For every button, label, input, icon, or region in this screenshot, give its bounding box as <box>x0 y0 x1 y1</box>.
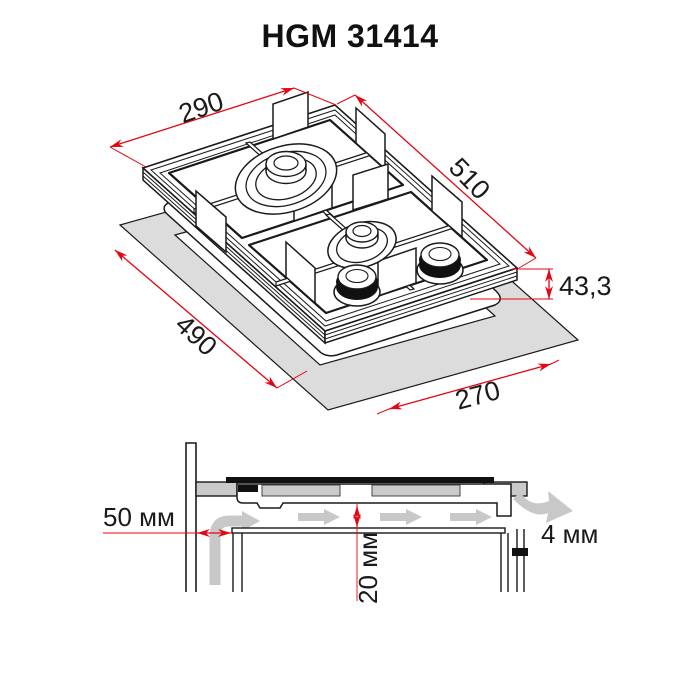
cabinet-side-panel <box>516 529 525 592</box>
hob-section-top-plate <box>226 477 494 483</box>
control-knob-left <box>333 264 381 307</box>
airflow-arrow-right-icon <box>298 509 340 525</box>
dim-height-label: 43,3 <box>559 271 612 301</box>
grate-fin <box>285 240 316 305</box>
dim-cutout-width-label: 270 <box>452 375 503 416</box>
airflow-arrow-right-icon <box>450 509 492 525</box>
clearance-side-label: 50 мм <box>103 502 175 532</box>
hob-isometric-view: 290 510 43,3 490 270 <box>109 86 612 416</box>
control-knob-right <box>416 242 464 285</box>
airflow-arrow-up-icon <box>242 511 260 531</box>
dim-width-label: 290 <box>175 86 227 129</box>
clearance-bottom-label: 20 мм <box>353 532 383 604</box>
dimension-line-290 <box>109 87 295 148</box>
clearance-rear-label: 4 мм <box>541 519 598 549</box>
cabinet-bracket <box>512 548 528 556</box>
dimension-lines <box>109 87 560 415</box>
cabinet-shelf <box>231 527 506 534</box>
wall <box>185 442 197 592</box>
clearance-lines <box>103 504 361 601</box>
burner-large <box>234 143 338 215</box>
hob-section-burner-box <box>371 484 461 497</box>
hob-section-ignition-box <box>238 485 258 492</box>
airflow-arrow-right-icon <box>380 509 422 525</box>
cabinet-right-support <box>500 533 509 592</box>
cabinet-left-support <box>232 533 243 592</box>
installation-section-view: 50 мм 20 мм 4 мм <box>103 442 598 604</box>
worktop-left-section <box>195 481 238 497</box>
dimension-line-490 <box>114 249 278 389</box>
airflow-arrow-exit-icon <box>513 491 573 523</box>
dimension-line-270 <box>388 363 552 410</box>
grate-fin <box>195 189 227 254</box>
dim-cutout-length-label: 490 <box>169 309 222 362</box>
dimension-line-510 <box>354 94 537 259</box>
hob-section-burner-box <box>261 484 341 497</box>
page-title: HGM 31414 <box>261 18 439 54</box>
